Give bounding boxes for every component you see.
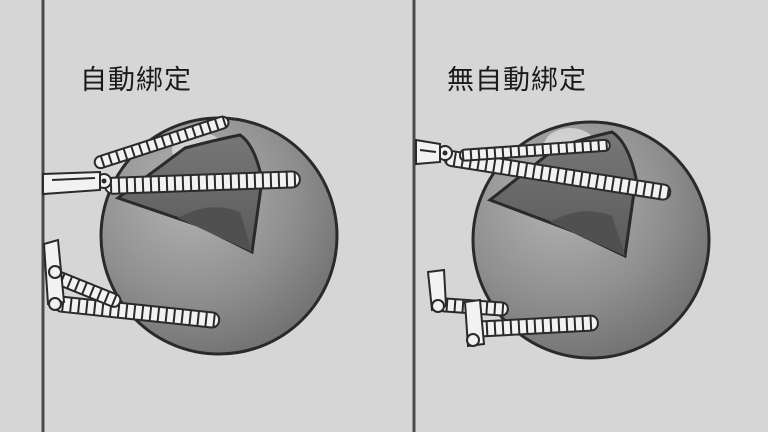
right-panel-art <box>416 122 709 358</box>
auto-bind-label: 自動綁定 <box>80 58 192 97</box>
no-auto-bind-label: 無自動綁定 <box>447 58 587 97</box>
left-panel-art <box>43 115 337 354</box>
